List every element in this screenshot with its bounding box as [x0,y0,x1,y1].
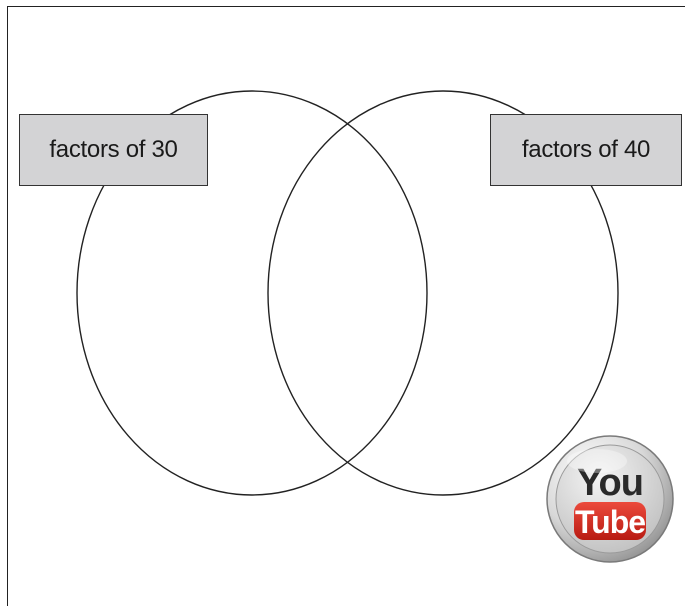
venn-circle-right [267,90,619,496]
set-label-left: factors of 30 [19,114,208,186]
venn-diagram [76,90,619,496]
youtube-logo-text-top: You [577,462,643,504]
youtube-logo-icon[interactable]: You Tube [545,431,675,567]
set-label-right: factors of 40 [490,114,682,186]
youtube-logo-text-bottom: Tube [575,504,645,540]
venn-circle-left [76,90,428,496]
set-label-left-text: factors of 30 [49,136,178,163]
diagram-frame [7,6,685,606]
set-label-right-text: factors of 40 [521,136,651,163]
